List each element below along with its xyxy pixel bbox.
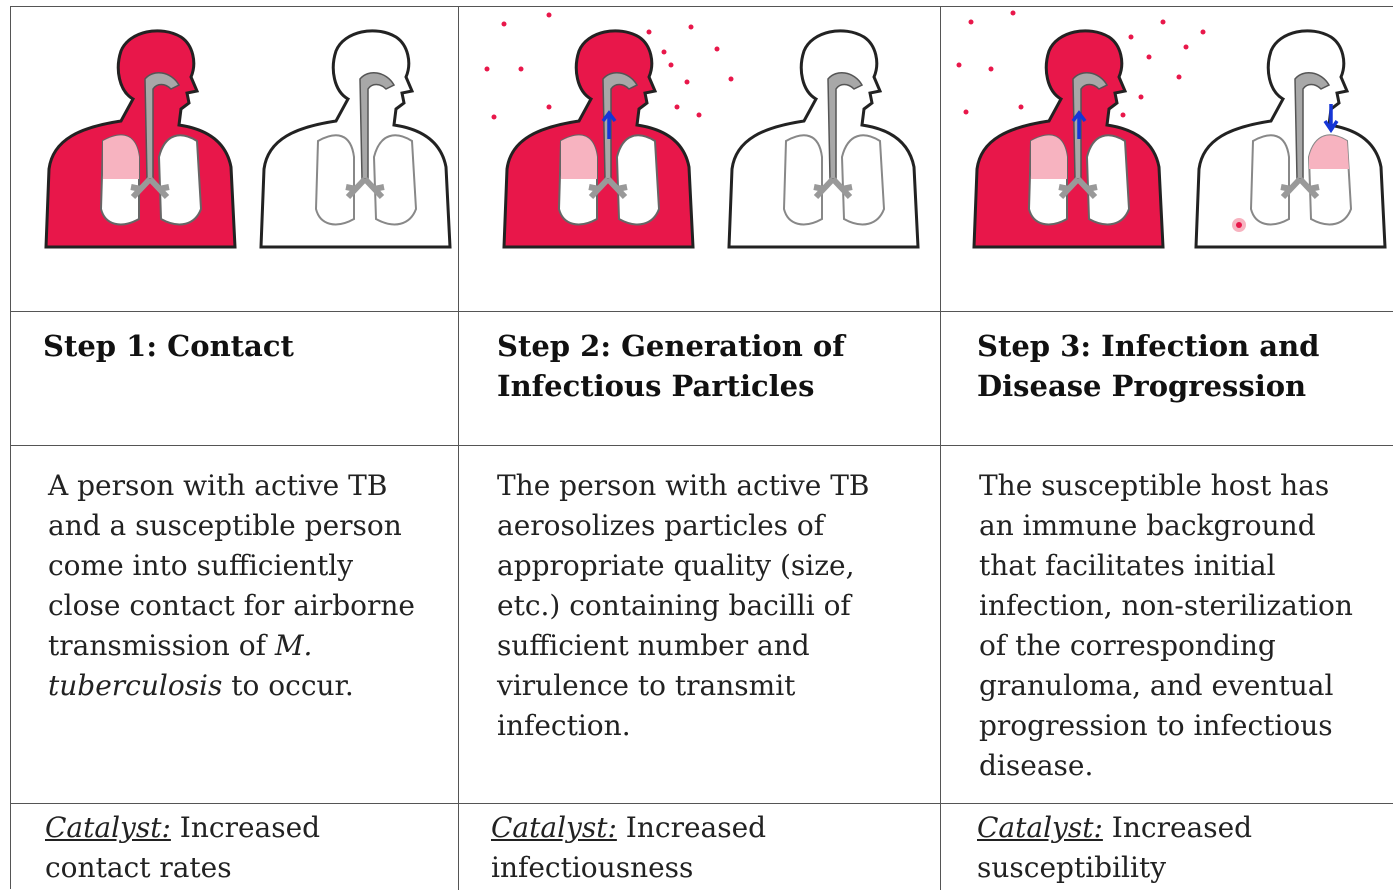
desc-line: an immune background <box>979 506 1353 546</box>
step3-title: Step 3: Infection and Disease Progressio… <box>977 326 1319 406</box>
step2-title: Step 2: Generation of Infectious Particl… <box>497 326 845 406</box>
step1-illustration <box>11 7 457 310</box>
susceptible-person <box>1196 31 1385 247</box>
susceptible-person <box>729 31 918 247</box>
desc-line: of the corresponding <box>979 626 1353 666</box>
title-line: Step 3: Infection and <box>977 326 1319 366</box>
step3-catalyst-cell: Catalyst: Increased susceptibility <box>941 804 1393 890</box>
desc-line: and a susceptible person <box>48 506 415 546</box>
susceptible-person <box>261 31 450 247</box>
infected-person <box>504 31 693 247</box>
desc-line: disease. <box>979 746 1353 786</box>
catalyst-line: Catalyst: Increased <box>45 808 320 848</box>
step1-desc-cell: A person with active TB and a susceptibl… <box>11 446 459 804</box>
title-line: Disease Progression <box>977 366 1319 406</box>
desc-line: The person with active TB <box>497 466 869 506</box>
step2-catalyst: Catalyst: Increased infectiousness <box>491 808 766 888</box>
desc-line: appropriate quality (size, <box>497 546 869 586</box>
step3-desc-cell: The susceptible host has an immune backg… <box>941 446 1393 804</box>
desc-line: that facilitates initial <box>979 546 1353 586</box>
catalyst-line: Catalyst: Increased <box>491 808 766 848</box>
desc-text: transmission of <box>48 629 275 662</box>
catalyst-text: susceptibility <box>977 848 1252 888</box>
desc-line: close contact for airborne <box>48 586 415 626</box>
species-name: M. <box>275 629 313 662</box>
catalyst-line: Catalyst: Increased <box>977 808 1252 848</box>
step2-figure <box>459 7 941 312</box>
step1-description: A person with active TB and a susceptibl… <box>48 466 415 706</box>
step2-title-cell: Step 2: Generation of Infectious Particl… <box>459 312 941 446</box>
desc-line: come into sufficiently <box>48 546 415 586</box>
title-line: Step 2: Generation of <box>497 326 845 366</box>
desc-text: to occur. <box>222 669 353 702</box>
step1-catalyst: Catalyst: Increased contact rates <box>45 808 320 888</box>
catalyst-text: Increased <box>171 811 320 844</box>
desc-line: transmission of M. <box>48 626 415 666</box>
step1-title: Step 1: Contact <box>43 326 294 366</box>
desc-line: sufficient number and <box>497 626 869 666</box>
step3-catalyst: Catalyst: Increased susceptibility <box>977 808 1252 888</box>
catalyst-text: infectiousness <box>491 848 766 888</box>
catalyst-text: Increased <box>1103 811 1252 844</box>
desc-line: infection. <box>497 706 869 746</box>
catalyst-text: contact rates <box>45 848 320 888</box>
step1-figure <box>11 7 459 312</box>
infected-person <box>974 31 1163 247</box>
step3-description: The susceptible host has an immune backg… <box>979 466 1353 786</box>
catalyst-text: Increased <box>617 811 766 844</box>
step3-illustration <box>941 7 1392 310</box>
catalyst-label: Catalyst: <box>45 811 171 844</box>
title-line: Infectious Particles <box>497 366 845 406</box>
desc-line: granuloma, and eventual <box>979 666 1353 706</box>
desc-line: The susceptible host has <box>979 466 1353 506</box>
desc-line: tuberculosis to occur. <box>48 666 415 706</box>
catalyst-label: Catalyst: <box>977 811 1103 844</box>
step2-description: The person with active TB aerosolizes pa… <box>497 466 869 746</box>
step2-catalyst-cell: Catalyst: Increased infectiousness <box>459 804 941 890</box>
infected-person <box>46 31 235 247</box>
step2-desc-cell: The person with active TB aerosolizes pa… <box>459 446 941 804</box>
step2-illustration <box>459 7 939 310</box>
desc-line: etc.) containing bacilli of <box>497 586 869 626</box>
catalyst-label: Catalyst: <box>491 811 617 844</box>
desc-line: infection, non-sterilization <box>979 586 1353 626</box>
desc-line: virulence to transmit <box>497 666 869 706</box>
species-name: tuberculosis <box>48 669 222 702</box>
step3-title-cell: Step 3: Infection and Disease Progressio… <box>941 312 1393 446</box>
tb-transmission-table: Step 1: Contact Step 2: Generation of In… <box>10 6 1393 889</box>
step3-figure <box>941 7 1393 312</box>
step1-catalyst-cell: Catalyst: Increased contact rates <box>11 804 459 890</box>
desc-line: A person with active TB <box>48 466 415 506</box>
title-line: Step 1: Contact <box>43 326 294 366</box>
desc-line: aerosolizes particles of <box>497 506 869 546</box>
step1-title-cell: Step 1: Contact <box>11 312 459 446</box>
desc-line: progression to infectious <box>979 706 1353 746</box>
